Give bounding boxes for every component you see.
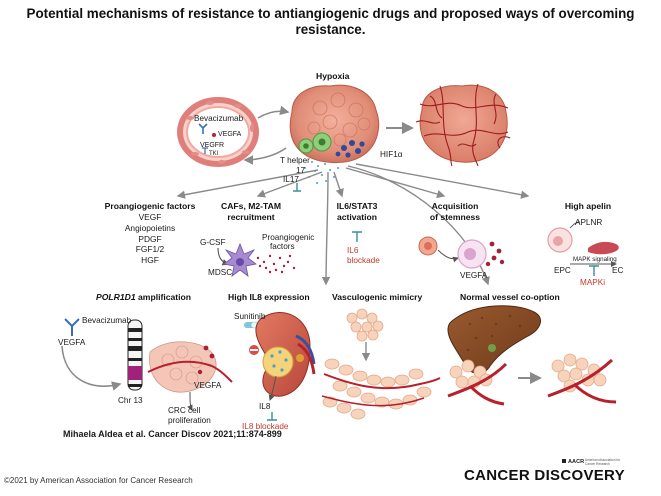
hypoxic-tumor bbox=[289, 84, 380, 184]
proangio-line-2: factors bbox=[270, 242, 295, 251]
mdsc-label: MDSC bbox=[208, 268, 233, 277]
factor-item: HGF bbox=[141, 255, 159, 266]
proangiogenic-factors-label: Proangiogenic factors bbox=[262, 233, 314, 251]
bevacizumab-antibody-icon bbox=[198, 123, 208, 134]
il6-blockade-line-2: blockade bbox=[347, 256, 380, 265]
cafs-header-line-1: CAFs, M2-TAM bbox=[221, 201, 281, 211]
proangiogenic-factors-dots bbox=[256, 254, 296, 274]
figure-title: Potential mechanisms of resistance to an… bbox=[26, 6, 635, 37]
aplnr-label: APLNR bbox=[575, 218, 603, 227]
mdsc-cell bbox=[223, 242, 257, 277]
cafs-header: CAFs, M2-TAM recruitment bbox=[206, 201, 296, 222]
copyright: ©2021 by American Association for Cancer… bbox=[4, 476, 193, 485]
stemness-header-line-2: of stemness bbox=[429, 211, 481, 222]
crc-line-1: CRC cell bbox=[168, 406, 201, 415]
proangio-line-1: Proangiogenic bbox=[262, 233, 315, 242]
mapk-inhibitor-icon bbox=[589, 265, 599, 276]
t-helper-17-label: 17 bbox=[296, 166, 306, 175]
il6-header-line-1: IL6/STAT3 bbox=[336, 201, 378, 211]
il6-inhibitor-icon bbox=[352, 231, 362, 242]
bevacizumab-label-2: Bevacizumab bbox=[82, 316, 132, 325]
citation: Mihaela Aldea et al. Cancer Discov 2021;… bbox=[63, 429, 282, 439]
vegfa-top-label: VEGFA bbox=[218, 131, 242, 138]
t-helper-label: T helper bbox=[280, 156, 310, 165]
il6-blockade-label: IL6 blockade bbox=[347, 246, 380, 266]
vasculogenic-mimicry-header: Vasculogenic mimicry bbox=[332, 292, 423, 302]
vasculogenic-mimicry bbox=[321, 308, 441, 420]
kidney-tumor bbox=[255, 312, 316, 397]
co-option-left bbox=[447, 359, 508, 406]
vessel-ring bbox=[177, 97, 259, 167]
sunitinib-block-icon bbox=[249, 345, 259, 355]
il8-inhibitor-icon bbox=[267, 412, 277, 421]
il6-header-line-2: activation bbox=[336, 211, 378, 222]
factor-item: Angiopoietins bbox=[124, 222, 176, 233]
aacr-logo-icon bbox=[562, 459, 566, 463]
journal-brand: CANCER DISCOVERY bbox=[464, 467, 625, 484]
aacr-full-name: American Association for Cancer Research bbox=[585, 458, 621, 466]
chromosome-13 bbox=[127, 319, 143, 391]
il8-label: IL8 bbox=[259, 402, 271, 411]
ec-label: EC bbox=[612, 266, 624, 275]
vegfa-right-label: VEGFA bbox=[194, 381, 222, 390]
il17-inhibitor-icon bbox=[293, 183, 301, 192]
stemness-header-line-1: Acquisition bbox=[431, 201, 479, 211]
apelin-cells bbox=[547, 221, 619, 267]
high-apelin-header: High apelin bbox=[564, 201, 612, 211]
factor-item: FGF1/2 bbox=[135, 244, 165, 255]
il17-label: IL17 bbox=[283, 175, 299, 184]
factor-item: PDGF bbox=[138, 233, 162, 244]
crc-cells bbox=[147, 341, 233, 393]
mapki-label: MAPKi bbox=[580, 278, 606, 287]
vegfa-left-label: VEGFA bbox=[58, 338, 86, 347]
cancer-stem-cells bbox=[418, 236, 505, 269]
polr1d1-gene: POLR1D1 bbox=[96, 292, 136, 302]
hif1a-label: HIF1α bbox=[380, 150, 403, 159]
polr1d1-header: POLR1D1 amplification bbox=[96, 292, 191, 303]
il8-blockade-label: IL8 blockade bbox=[242, 422, 289, 431]
factor-item: VEGF bbox=[138, 212, 162, 222]
sunitinib-capsule-icon bbox=[244, 321, 259, 329]
tki-inhibitor-icon bbox=[202, 147, 208, 154]
hypoxia-label: Hypoxia bbox=[316, 71, 350, 81]
gcsf-label: G-CSF bbox=[200, 238, 226, 247]
epc-label: EPC bbox=[554, 266, 571, 275]
stemness-header: Acquisition of stemness bbox=[420, 201, 490, 222]
cafs-header-line-2: recruitment bbox=[227, 211, 275, 222]
high-il8-header: High IL8 expression bbox=[228, 292, 310, 302]
stemness-vegfa-label: VEGFA bbox=[460, 271, 488, 280]
proangiogenic-factors-header: Proangiogenic factors bbox=[104, 201, 196, 211]
vegfr-label: VEGFR bbox=[200, 142, 225, 149]
polr1d1-rest: amplification bbox=[135, 292, 192, 302]
chr13-label: Chr 13 bbox=[118, 396, 143, 405]
bevacizumab-label: Bevacizumab bbox=[194, 114, 244, 123]
sunitinib-label: Sunitinib bbox=[234, 312, 266, 321]
liver bbox=[447, 305, 542, 374]
il6-stat3-header: IL6/STAT3 activation bbox=[322, 201, 392, 222]
co-option-right bbox=[547, 353, 617, 404]
tki-label: TKI bbox=[209, 151, 219, 157]
vascularized-tumor bbox=[415, 83, 511, 167]
crc-line-2: proliferation bbox=[168, 416, 211, 425]
vessel-co-option-header: Normal vessel co-option bbox=[460, 292, 560, 302]
vegfa-dot-icon bbox=[212, 133, 216, 137]
il6-blockade-line-1: IL6 bbox=[347, 246, 359, 255]
aacr-logo-text: AACR bbox=[568, 459, 585, 465]
proangiogenic-factors-list: VEGF Angiopoietins PDGF FGF1/2 HGF bbox=[110, 212, 190, 266]
bevacizumab-antibody-icon-2 bbox=[64, 318, 80, 336]
crc-proliferation-label: CRC cell proliferation bbox=[168, 406, 211, 426]
mapk-signaling-label: MAPK signaling bbox=[573, 256, 617, 263]
